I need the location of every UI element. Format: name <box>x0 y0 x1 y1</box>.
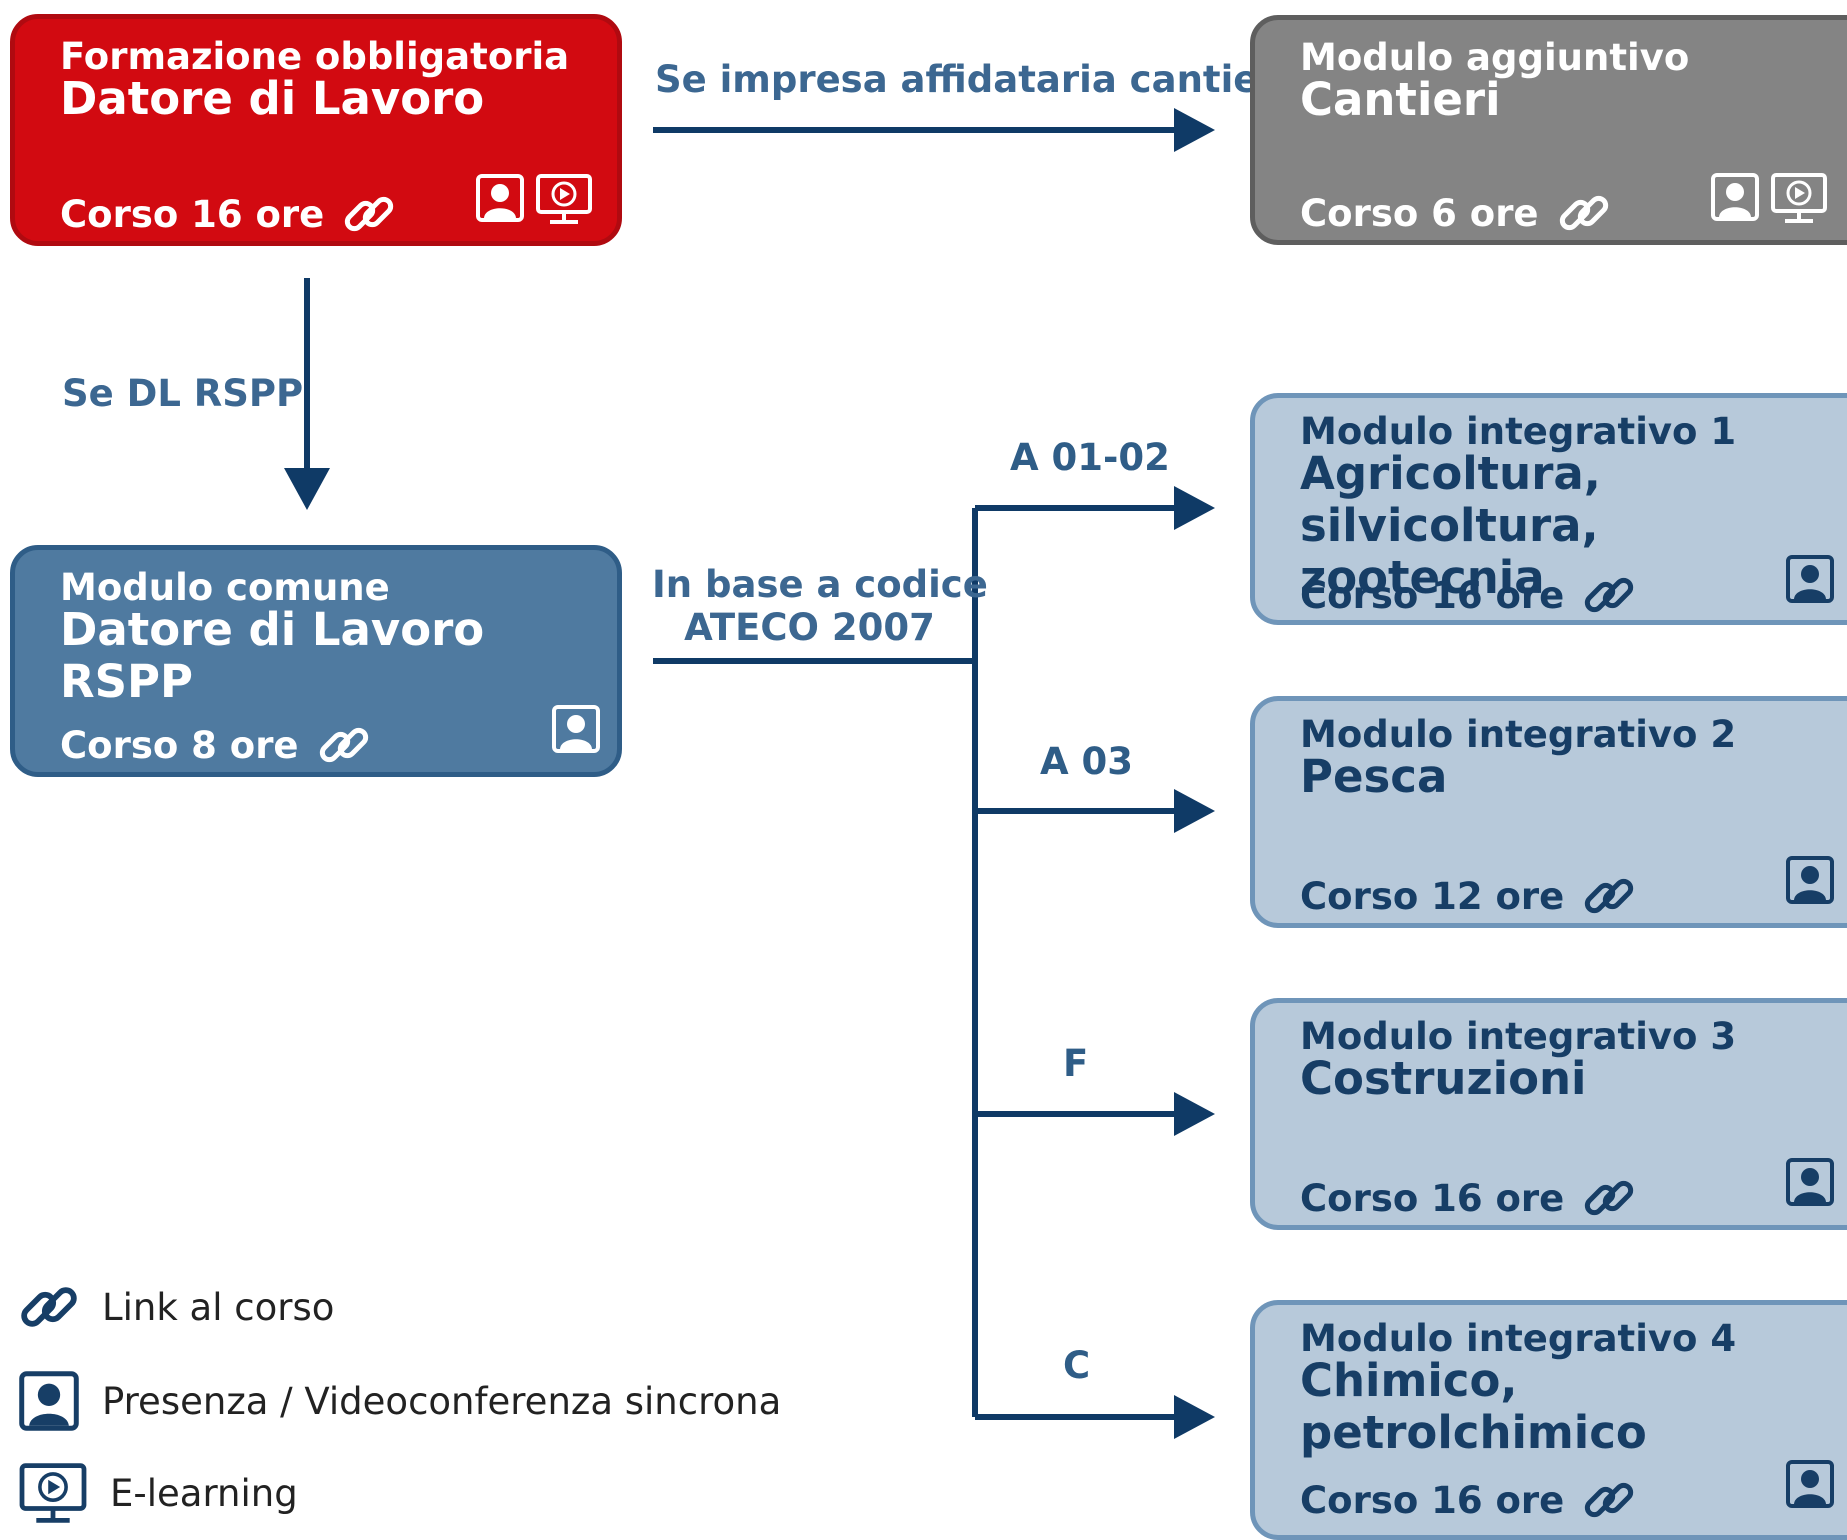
box-subtitle: Modulo integrativo 1 <box>1300 410 1737 453</box>
box-title: Costruzioni <box>1300 1052 1587 1105</box>
delivery-icons <box>1785 855 1835 905</box>
box-title: Agricoltura, silvicoltura, zootecnia <box>1300 447 1601 604</box>
link-icon <box>21 1287 77 1327</box>
box-formazione-obbligatoria[interactable]: Formazione obbligatoria Datore di Lavoro… <box>10 14 622 246</box>
link-icon[interactable] <box>317 718 371 772</box>
link-icon[interactable] <box>1582 568 1636 622</box>
box-modulo-cantieri[interactable]: Modulo aggiuntivo Cantieri Corso 6 ore <box>1250 15 1847 245</box>
person-icon <box>1786 1158 1834 1206</box>
person-icon <box>1786 856 1834 904</box>
delivery-icons <box>551 704 601 754</box>
code-a03: A 03 <box>1040 740 1134 783</box>
link-icon[interactable] <box>342 187 396 241</box>
course-duration: Corso 16 ore <box>1300 1171 1636 1225</box>
label-ateco-line1: In base a codice <box>652 563 988 606</box>
legend-label: E-learning <box>110 1471 298 1515</box>
person-icon <box>1786 555 1834 603</box>
arrowhead-3 <box>1174 1092 1215 1136</box>
box-title: Pesca <box>1300 750 1448 803</box>
box-subtitle: Modulo integrativo 2 <box>1300 713 1737 756</box>
box-subtitle: Formazione obbligatoria <box>60 35 570 78</box>
legend-item-presenza: Presenza / Videoconferenza sincrona <box>18 1370 781 1432</box>
person-icon <box>1786 1460 1834 1508</box>
box-subtitle: Modulo integrativo 3 <box>1300 1015 1737 1058</box>
course-duration: Corso 6 ore <box>1300 186 1611 240</box>
box-modulo-integrativo-2[interactable]: Modulo integrativo 2 Pesca Corso 12 ore <box>1250 696 1847 928</box>
box-modulo-comune[interactable]: Modulo comune Datore di Lavoro RSPP Cors… <box>10 545 622 777</box>
label-se-impresa: Se impresa affidataria cantieri <box>655 58 1290 101</box>
course-label: Corso 6 ore <box>1300 191 1539 235</box>
link-icon[interactable] <box>1557 186 1611 240</box>
legend-label: Link al corso <box>102 1285 335 1329</box>
course-label: Corso 8 ore <box>60 723 299 767</box>
legend-item-elearning: E-learning <box>18 1462 298 1524</box>
box-title: Datore di Lavoro <box>60 72 485 125</box>
code-c: C <box>1063 1344 1091 1387</box>
box-subtitle: Modulo integrativo 4 <box>1300 1317 1737 1360</box>
person-icon <box>476 174 524 222</box>
box-title: Chimico, petrolchimico <box>1300 1354 1647 1459</box>
arrowhead-cantieri <box>1174 108 1215 152</box>
code-a01-02: A 01-02 <box>1010 436 1170 479</box>
arrowhead-comune <box>284 468 330 510</box>
box-modulo-integrativo-4[interactable]: Modulo integrativo 4 Chimico, petrolchim… <box>1250 1300 1847 1540</box>
box-subtitle: Modulo comune <box>60 566 390 609</box>
course-duration: Corso 16 ore <box>1300 568 1636 622</box>
course-label: Corso 12 ore <box>1300 874 1565 918</box>
elearning-icon <box>536 174 592 224</box>
box-title: Datore di Lavoro RSPP <box>60 603 485 708</box>
person-icon <box>552 705 600 753</box>
box-modulo-integrativo-3[interactable]: Modulo integrativo 3 Costruzioni Corso 1… <box>1250 998 1847 1230</box>
box-title: Cantieri <box>1300 73 1501 126</box>
course-label: Corso 16 ore <box>1300 573 1565 617</box>
code-f: F <box>1063 1042 1089 1085</box>
legend-item-link: Link al corso <box>18 1276 334 1338</box>
link-icon[interactable] <box>1582 869 1636 923</box>
box-modulo-integrativo-1[interactable]: Modulo integrativo 1 Agricoltura, silvic… <box>1250 393 1847 625</box>
delivery-icons <box>475 173 593 225</box>
person-icon <box>1711 173 1759 221</box>
arrowhead-2 <box>1174 789 1215 833</box>
label-se-dl-rspp: Se DL RSPP <box>62 372 304 415</box>
label-ateco-line2: ATECO 2007 <box>684 606 935 649</box>
link-icon[interactable] <box>1582 1171 1636 1225</box>
delivery-icons <box>1785 554 1835 604</box>
arrowhead-4 <box>1174 1395 1215 1439</box>
legend-label: Presenza / Videoconferenza sincrona <box>102 1379 782 1423</box>
course-duration: Corso 8 ore <box>60 718 371 772</box>
course-duration: Corso 16 ore <box>1300 1473 1636 1527</box>
course-label: Corso 16 ore <box>1300 1176 1565 1220</box>
course-duration: Corso 12 ore <box>1300 869 1636 923</box>
elearning-icon <box>19 1463 87 1523</box>
link-icon[interactable] <box>1582 1473 1636 1527</box>
delivery-icons <box>1710 172 1828 224</box>
elearning-icon <box>1771 173 1827 223</box>
delivery-icons <box>1785 1157 1835 1207</box>
delivery-icons <box>1785 1459 1835 1509</box>
course-label: Corso 16 ore <box>60 192 325 236</box>
arrowhead-1 <box>1174 486 1215 530</box>
course-duration: Corso 16 ore <box>60 187 396 241</box>
course-label: Corso 16 ore <box>1300 1478 1565 1522</box>
person-icon <box>19 1371 79 1431</box>
box-subtitle: Modulo aggiuntivo <box>1300 36 1690 79</box>
label-ateco: In base a codice ATECO 2007 <box>652 563 988 649</box>
